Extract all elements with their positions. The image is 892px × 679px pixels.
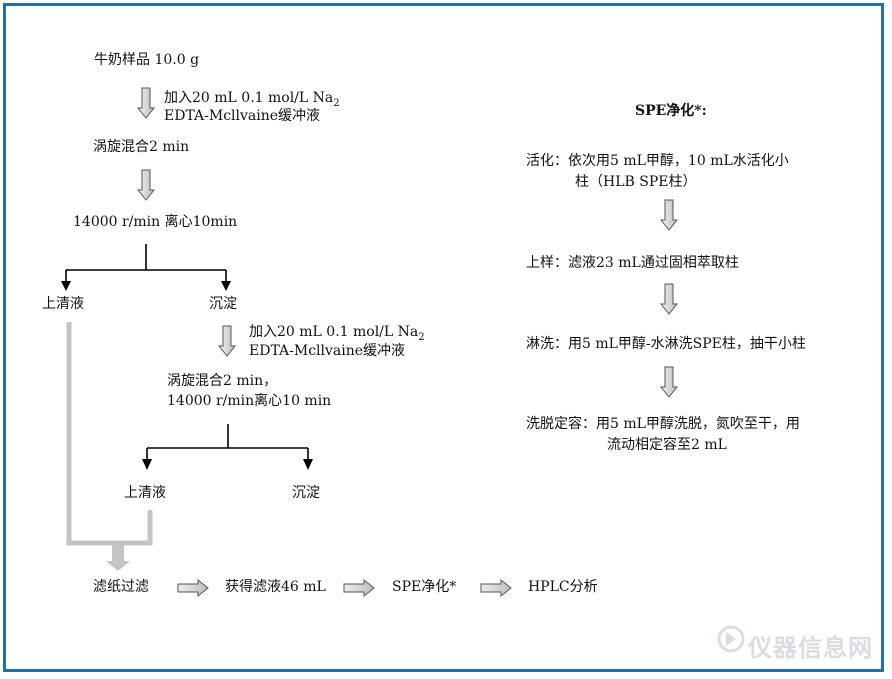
split-1 [65, 244, 227, 283]
spe-activate-line2: 柱（HLB SPE柱） [575, 174, 697, 190]
merge-lines [66, 322, 153, 546]
add-buffer-2-line2: EDTA-Mcllvaine缓冲液 [249, 343, 406, 359]
precipitate-2: 沉淀 [292, 485, 320, 501]
add-buffer-2-sub: 2 [418, 331, 425, 343]
spe-elute-line1: 洗脱定容：用5 mL甲醇洗脱，氮吹至干，用 [526, 416, 800, 432]
add-buffer-1-line2: EDTA-Mcllvaine缓冲液 [164, 108, 321, 124]
obtain-filtrate: 获得滤液46 mL [225, 579, 326, 595]
split-1-head-left [61, 281, 71, 291]
right-arrow-3 [480, 578, 512, 598]
spe-arrow-2 [659, 283, 679, 315]
spe-wash: 淋洗：用5 mL甲醇-水淋洗SPE柱，抽干小柱 [526, 336, 806, 352]
down-arrow-3 [217, 325, 237, 357]
spe-panel-title: SPE净化*: [635, 103, 707, 119]
vortex-1: 涡旋混合2 min [93, 139, 190, 155]
supernatant-2: 上清液 [124, 485, 166, 501]
add-buffer-2: 加入20 mL 0.1 mol/L Na2 [249, 322, 425, 348]
split-2-head-right [303, 459, 313, 470]
right-arrow-1 [177, 578, 209, 598]
sample-label: 牛奶样品 10.0 g [94, 52, 200, 68]
down-arrow-1 [136, 87, 156, 119]
add-buffer-1-sub: 2 [333, 97, 340, 109]
hplc-step: HPLC分析 [528, 579, 598, 595]
spe-activate-line1: 活化：依次用5 mL甲醇，10 mL水活化小 [526, 153, 789, 169]
add-buffer-2-text: 加入20 mL 0.1 mol/L Na [249, 324, 419, 340]
precipitate-1: 沉淀 [209, 296, 237, 312]
down-arrow-2 [136, 169, 156, 201]
watermark-logo-icon [717, 625, 745, 653]
spe-arrow-3 [659, 366, 679, 398]
add-buffer-1: 加入20 mL 0.1 mol/L Na2 [164, 88, 340, 114]
diagram-frame [3, 3, 884, 672]
supernatant-1: 上清液 [42, 296, 84, 312]
spe-step: SPE净化* [392, 579, 457, 595]
centrifuge-1: 14000 r/min 离心10min [73, 214, 238, 230]
split-2 [146, 424, 309, 461]
spe-arrow-1 [659, 199, 679, 231]
right-arrow-2 [343, 578, 375, 598]
merge-arrow [106, 543, 130, 571]
filter-step: 滤纸过滤 [93, 579, 149, 595]
split-1-head-right [221, 281, 231, 291]
vortex-2-line2: 14000 r/min离心10 min [167, 393, 332, 409]
spe-load: 上样：滤液23 mL通过固相萃取柱 [526, 255, 739, 271]
split-2-head-left [142, 459, 152, 470]
spe-elute-line2: 流动相定容至2 mL [607, 437, 727, 453]
watermark-text: 仪器信息网 [748, 634, 873, 662]
vortex-2-line1: 涡旋混合2 min， [167, 373, 278, 389]
add-buffer-1-text: 加入20 mL 0.1 mol/L Na [164, 90, 334, 106]
